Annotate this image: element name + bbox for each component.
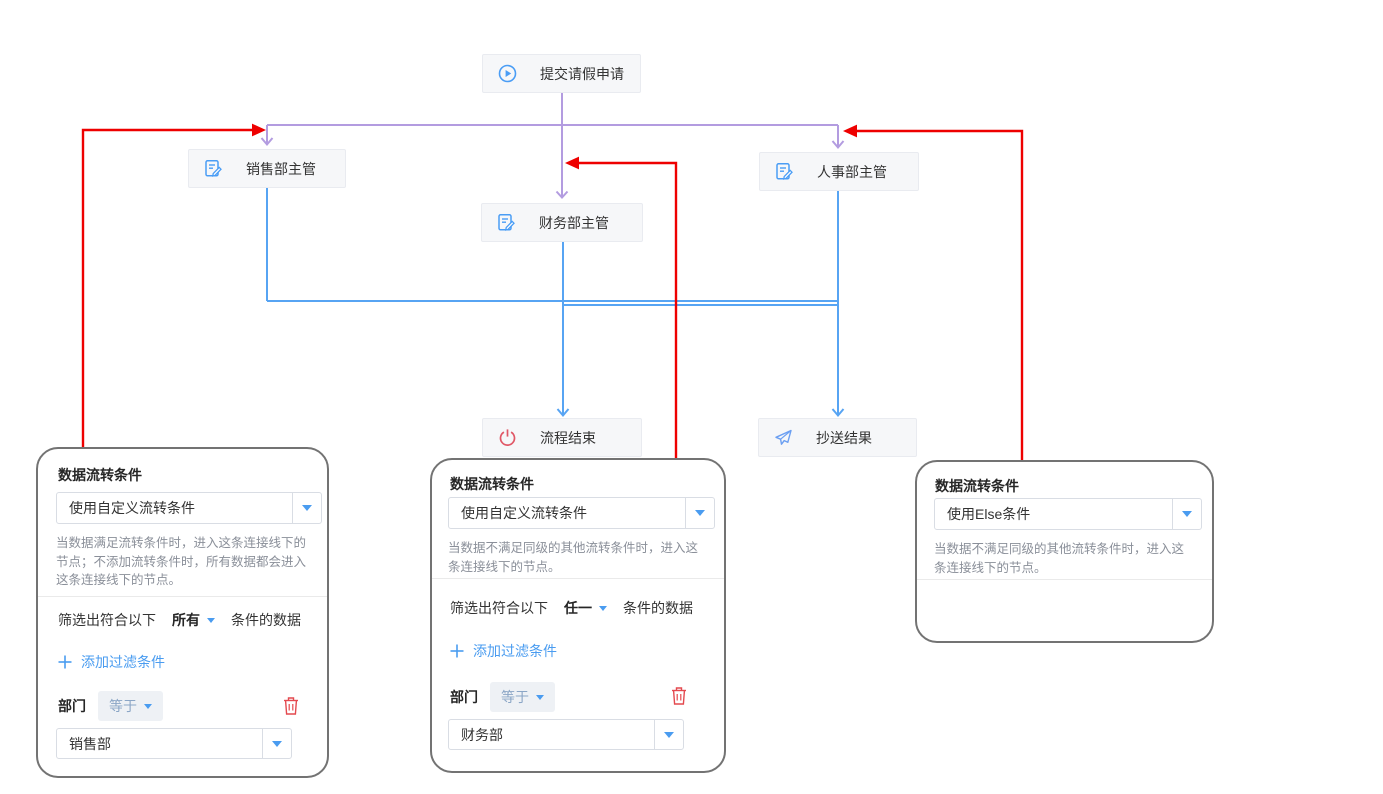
filter-prefix: 筛选出符合以下	[58, 612, 156, 628]
field-value: 销售部	[69, 735, 111, 752]
match-mode-dropdown[interactable]: 任一	[564, 598, 607, 618]
condition-type-select[interactable]: 使用自定义流转条件	[448, 497, 715, 529]
node-process-end[interactable]: 流程结束	[482, 418, 642, 457]
condition-description: 当数据满足流转条件时，进入这条连接线下的节点；不添加流转条件时，所有数据都会进入…	[56, 536, 307, 587]
panel-title: 数据流转条件	[935, 478, 1019, 494]
condition-type-value: 使用Else条件	[947, 506, 1031, 522]
panel-title: 数据流转条件	[450, 476, 534, 492]
node-label: 人事部主管	[817, 163, 887, 180]
filter-suffix: 条件的数据	[623, 600, 693, 616]
filter-condition-row: 部门 等于	[450, 682, 555, 712]
node-label: 销售部主管	[246, 160, 316, 177]
red-arrowheads	[252, 123, 857, 170]
node-label: 提交请假申请	[540, 65, 624, 82]
condition-panel-sales: 数据流转条件 使用自定义流转条件 当数据满足流转条件时，进入这条连接线下的节点；…	[36, 447, 329, 778]
filter-condition-row: 部门 等于	[58, 691, 163, 721]
node-start[interactable]: 提交请假申请	[482, 54, 641, 93]
send-icon	[774, 428, 793, 447]
edit-note-icon	[497, 213, 516, 232]
node-finance-manager[interactable]: 财务部主管	[481, 203, 643, 242]
condition-type-value: 使用自定义流转条件	[69, 500, 195, 516]
trash-icon[interactable]	[670, 686, 688, 706]
caret-down-icon	[262, 729, 291, 758]
caret-down-icon	[654, 720, 683, 749]
field-value: 财务部	[461, 726, 503, 743]
divider	[432, 578, 724, 579]
condition-panel-finance: 数据流转条件 使用自定义流转条件 当数据不满足同级的其他流转条件时，进入这条连接…	[430, 458, 726, 773]
node-cc-result[interactable]: 抄送结果	[758, 418, 917, 457]
divider	[917, 579, 1212, 580]
add-filter-button[interactable]: 添加过滤条件	[58, 652, 165, 672]
field-label: 部门	[58, 698, 86, 714]
filter-suffix: 条件的数据	[231, 612, 301, 628]
filter-match-row: 筛选出符合以下 所有 条件的数据	[58, 610, 301, 630]
panel-title: 数据流转条件	[58, 467, 142, 483]
filter-prefix: 筛选出符合以下	[450, 600, 548, 616]
node-label: 抄送结果	[816, 429, 872, 446]
node-label: 财务部主管	[539, 214, 609, 231]
node-sales-manager[interactable]: 销售部主管	[188, 149, 346, 188]
purple-connectors	[260, 93, 845, 199]
caret-down-icon	[685, 498, 714, 528]
plus-icon	[58, 655, 72, 669]
field-label: 部门	[450, 689, 478, 705]
blue-connectors	[266, 188, 845, 418]
caret-down-icon	[144, 703, 152, 709]
condition-type-select[interactable]: 使用Else条件	[934, 498, 1202, 530]
edit-note-icon	[204, 159, 223, 178]
power-icon	[498, 428, 517, 447]
condition-description: 当数据不满足同级的其他流转条件时，进入这条连接线下的节点。	[934, 542, 1185, 575]
play-circle-icon	[498, 64, 517, 83]
edit-note-icon	[775, 162, 794, 181]
caret-down-icon	[207, 617, 215, 623]
caret-down-icon	[599, 605, 607, 611]
trash-icon[interactable]	[282, 696, 300, 716]
condition-type-select[interactable]: 使用自定义流转条件	[56, 492, 322, 524]
condition-panel-else: 数据流转条件 使用Else条件 当数据不满足同级的其他流转条件时，进入这条连接线…	[915, 460, 1214, 643]
field-value-select[interactable]: 销售部	[56, 728, 292, 759]
add-filter-button[interactable]: 添加过滤条件	[450, 641, 557, 661]
condition-type-value: 使用自定义流转条件	[461, 505, 587, 521]
match-mode-dropdown[interactable]: 所有	[172, 610, 215, 630]
divider	[38, 596, 327, 597]
operator-dropdown[interactable]: 等于	[490, 682, 555, 712]
plus-icon	[450, 644, 464, 658]
caret-down-icon	[1172, 499, 1201, 529]
filter-match-row: 筛选出符合以下 任一 条件的数据	[450, 598, 693, 618]
caret-down-icon	[536, 694, 544, 700]
node-hr-manager[interactable]: 人事部主管	[759, 152, 919, 191]
caret-down-icon	[292, 493, 321, 523]
operator-dropdown[interactable]: 等于	[98, 691, 163, 721]
condition-description: 当数据不满足同级的其他流转条件时，进入这条连接线下的节点。	[448, 541, 699, 574]
node-label: 流程结束	[540, 429, 596, 446]
field-value-select[interactable]: 财务部	[448, 719, 684, 750]
red-condition-connectors	[81, 128, 1024, 461]
